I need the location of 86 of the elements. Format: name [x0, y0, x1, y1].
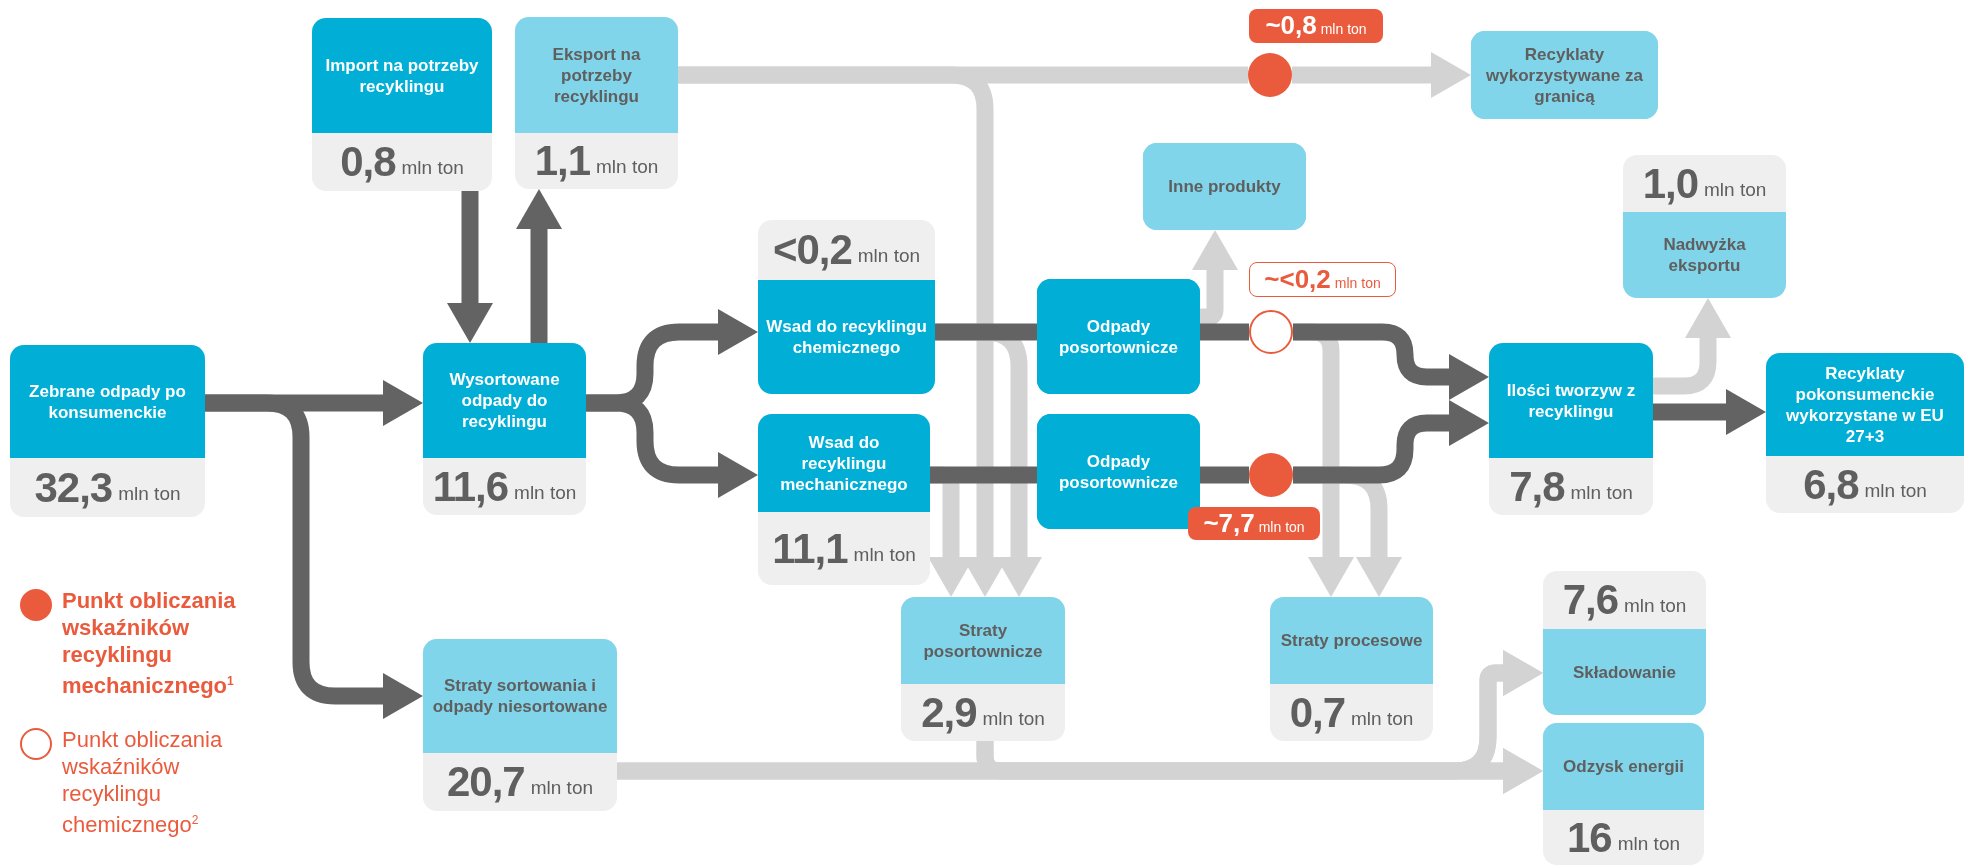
node-heading: Odpady posortownicze [1037, 414, 1200, 529]
process-box [1766, 353, 1964, 513]
process-box [423, 343, 586, 515]
value-number: 1,1 [534, 137, 591, 185]
process-box [515, 17, 678, 189]
value-number: 0,8 [340, 138, 396, 186]
unit-label: mln ton [596, 156, 659, 178]
node-heading: Inne produkty [1143, 143, 1306, 230]
process-box [1543, 723, 1704, 865]
flow-line [935, 323, 1037, 341]
node-heading: Recyklaty pokonsumenckie wykorzystane w EU 27+3 [1766, 353, 1964, 456]
flow-arrow [1192, 230, 1238, 326]
process-box [1623, 155, 1786, 298]
process-box [901, 597, 1065, 741]
process-box [10, 345, 205, 517]
node-heading: Wsad do recyklingu chemicznego [758, 280, 935, 394]
value-number: ~0,8 [1265, 10, 1317, 41]
node-heading: Eksport na potrzeby recyklingu [515, 17, 678, 133]
flow-line [1200, 323, 1249, 341]
value-number: ~<0,2 [1264, 264, 1331, 295]
unit-label: mln ton [1617, 832, 1680, 855]
node-heading: Straty posortownicze [901, 597, 1065, 684]
node-heading: Import na potrzeby recyklingu [312, 18, 492, 133]
process-box [758, 220, 935, 394]
flow-line [930, 466, 1037, 484]
value-number: 6,8 [1803, 460, 1859, 509]
unit-label: mln ton [1334, 275, 1381, 291]
flow-arrow [1292, 52, 1471, 98]
process-box [1489, 343, 1653, 515]
flow-arrow [1653, 298, 1731, 395]
process-box [312, 18, 492, 191]
unit-label: mln ton [530, 777, 594, 799]
node-heading: Nadwyżka eksportu [1623, 212, 1786, 298]
value-number: 11,6 [432, 462, 509, 511]
unit-label: mln ton [401, 157, 464, 179]
node-heading: Składowanie [1543, 629, 1706, 715]
unit-label: mln ton [857, 245, 921, 267]
node-heading: Odpady posortownicze [1037, 279, 1200, 394]
unit-label: mln ton [982, 707, 1045, 730]
calculation-point-marker [1249, 310, 1293, 354]
flow-arrow [516, 189, 562, 343]
value-number: 0,7 [1289, 688, 1346, 737]
unit-label: mln ton [1704, 178, 1767, 201]
flow-arrow [447, 191, 493, 343]
unit-label: mln ton [1351, 707, 1414, 730]
node-heading: Ilości tworzyw z recyklingu [1489, 343, 1653, 458]
unit-label: mln ton [118, 482, 181, 505]
node-heading: Recyklaty wykorzystywane za granicą [1471, 31, 1658, 119]
unit-label: mln ton [853, 543, 916, 566]
value-number: 7,6 [1562, 576, 1619, 624]
calculation-point-marker [1248, 53, 1292, 97]
calculation-point-marker [1249, 453, 1293, 497]
process-box [423, 639, 617, 811]
value-number: 7,8 [1509, 462, 1565, 511]
value-number: 20,7 [446, 758, 525, 806]
unit-label: mln ton [1570, 481, 1633, 504]
unit-label: mln ton [514, 481, 577, 504]
unit-label: mln ton [1624, 595, 1687, 617]
legend-text: Punkt obliczania wskaźników recyklingu mechanicznego$^{1}$ [62, 587, 237, 700]
value-number: 16 [1567, 813, 1612, 862]
unit-label: mln ton [1864, 479, 1927, 502]
legend-text: Punkt obliczania wskaźników recyklingu chemicznego$^{2}$ [62, 726, 224, 839]
value-number: 11,1 [772, 524, 848, 573]
value-number: 2,9 [921, 688, 977, 737]
flow-arrow [617, 748, 1543, 794]
value-number: ~7,7 [1203, 508, 1255, 539]
node-heading: Wsad do recyklingu mechanicznego [758, 414, 930, 512]
node-heading: Zebrane odpady po konsumenckie [10, 345, 205, 458]
flow-arrow [205, 394, 423, 719]
node-heading: Odzysk energii [1543, 723, 1704, 810]
process-box [758, 414, 930, 585]
value-number: 32,3 [34, 463, 113, 512]
flow-arrow [1293, 323, 1489, 400]
process-box [1270, 597, 1433, 741]
flow-arrow [586, 394, 758, 498]
value-number: 1,0 [1642, 159, 1699, 208]
node-heading: Straty procesowe [1270, 597, 1433, 684]
unit-label: mln ton [1320, 21, 1367, 37]
flow-arrow [1653, 389, 1766, 435]
node-heading: Straty sortowania i odpady niesortowane [423, 639, 617, 753]
node-heading: Wysortowane odpady do recyklingu [423, 343, 586, 458]
process-box [1543, 571, 1706, 715]
flow-arrow [1293, 400, 1489, 484]
unit-label: mln ton [1258, 519, 1305, 535]
flow-line [1200, 466, 1249, 484]
value-number: <0,2 [772, 226, 852, 274]
